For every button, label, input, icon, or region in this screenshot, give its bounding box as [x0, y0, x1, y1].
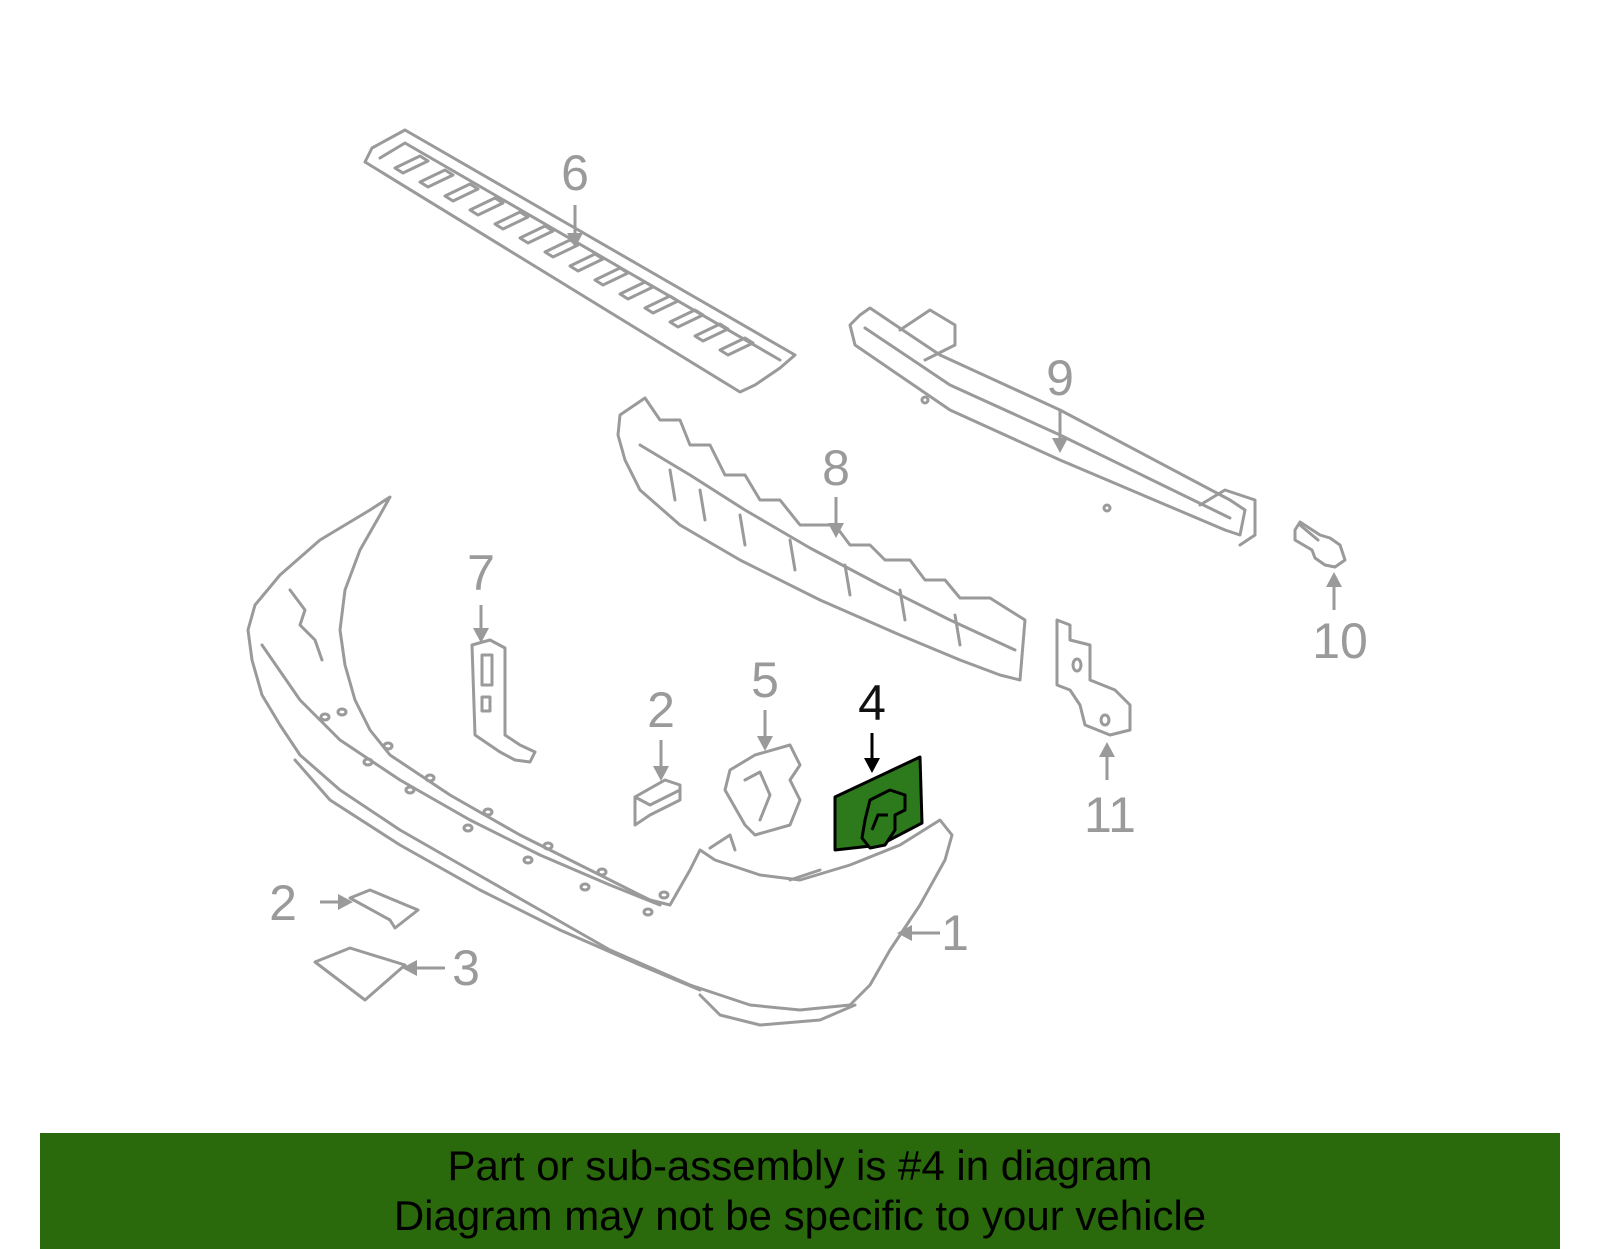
banner-line-disclaimer: Diagram may not be specific to your vehi…: [393, 1192, 1207, 1239]
callout-9: 9: [1046, 350, 1074, 406]
leader-3: [402, 960, 445, 976]
part-1-bumper-cover: [246, 495, 954, 1027]
callout-8: 8: [822, 440, 850, 496]
part-3-pad: [313, 946, 407, 1002]
leader-5: [757, 710, 773, 751]
callout-11: 11: [1084, 787, 1136, 843]
banner-line-part: Part or sub-assembly is #4 in diagram: [447, 1142, 1153, 1189]
callout-5: 5: [751, 652, 779, 708]
leader-8: [828, 497, 844, 538]
leader-4: [864, 733, 880, 773]
leader-11: [1099, 742, 1115, 780]
callout-10: 10: [1312, 613, 1368, 669]
part-9-reinforcement: [848, 306, 1257, 547]
leader-1: [897, 925, 940, 941]
callout-4[interactable]: 4: [858, 675, 886, 731]
part-11-bracket: [1055, 618, 1132, 737]
part-4-highlighted[interactable]: [833, 755, 924, 852]
info-banner: Part or sub-assembly is #4 in diagram Di…: [40, 1133, 1560, 1249]
leader-2-upper: [653, 740, 669, 781]
leader-9: [1052, 410, 1068, 453]
callout-6: 6: [561, 145, 589, 201]
callout-2-lower: 2: [269, 875, 297, 931]
part-7-bracket: [470, 638, 537, 764]
callout-3: 3: [452, 940, 480, 996]
callout-7: 7: [467, 545, 495, 601]
leader-2-lower: [320, 894, 353, 910]
leader-7: [473, 605, 489, 643]
leader-6: [567, 205, 583, 248]
callout-1: 1: [941, 905, 969, 961]
part-2-retainer-upper: [633, 778, 682, 827]
part-6-step-pad: [363, 128, 797, 394]
part-8-absorber: [616, 396, 1027, 682]
leader-10: [1326, 572, 1342, 610]
part-5-bracket: [723, 743, 802, 837]
callout-2-upper: 2: [647, 682, 675, 738]
part-10-bolt: [1293, 520, 1347, 569]
part-2-pad-lower: [348, 888, 420, 930]
